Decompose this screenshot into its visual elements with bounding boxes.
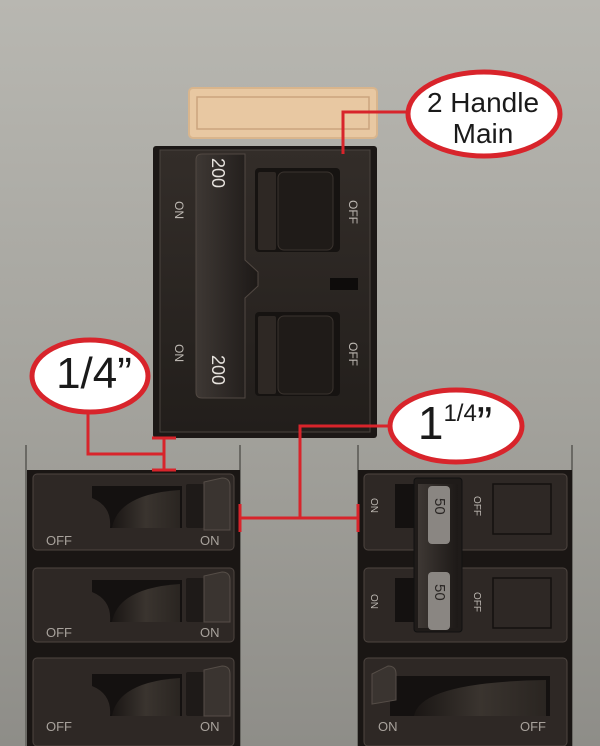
right-tandem-bottom-rating: 50 <box>431 584 448 601</box>
dimension-lines <box>86 110 408 532</box>
left-breaker-2-off-label: OFF <box>46 625 72 640</box>
left-breaker-1-rocker[interactable] <box>186 477 231 531</box>
left-breaker-3-rocker[interactable] <box>186 665 231 717</box>
left-breaker-3-off-label: OFF <box>46 719 72 734</box>
right-tandem-top-rating: 50 <box>431 498 448 515</box>
main-breaker-on-label-top: ON <box>172 201 186 219</box>
right-tandem-on-label-bottom: ON <box>368 594 379 609</box>
right-breaker-stack <box>358 470 572 746</box>
right-tandem-on-label-top: ON <box>368 498 379 513</box>
callout-gap-quote: ” <box>476 397 493 449</box>
main-breaker-switch-slots <box>255 168 358 396</box>
callout-bubble-main <box>405 69 563 159</box>
right-tandem-off-label-bottom: OFF <box>471 592 482 612</box>
left-breaker-1-on-label: ON <box>200 533 220 548</box>
callout-main-line1: 2 Handle <box>426 87 540 118</box>
main-breaker-top-rating: 200 <box>208 158 228 188</box>
main-breaker-on-label-bottom: ON <box>172 344 186 362</box>
left-breaker-2-rocker[interactable] <box>186 571 231 623</box>
left-breaker-stack <box>27 470 240 746</box>
callout-gap-fraction: 1/4 <box>443 400 477 427</box>
callout-gap-text: 11/4” <box>390 398 520 449</box>
right-breaker-3-off-label: OFF <box>520 719 546 734</box>
left-breaker-2-on-label: ON <box>200 625 220 640</box>
right-tandem-breaker-handle[interactable] <box>413 477 463 633</box>
main-breaker <box>153 146 377 438</box>
right-breaker-3-rocker[interactable] <box>371 665 397 705</box>
main-breaker-handle[interactable] <box>195 153 259 399</box>
right-breaker-3 <box>363 657 568 746</box>
main-breaker-off-label-top: OFF <box>346 200 360 224</box>
callout-bubble-quarter <box>29 337 151 415</box>
callout-leader-main <box>341 110 408 154</box>
left-breaker-3 <box>32 657 235 746</box>
left-breaker-1 <box>32 473 235 551</box>
callout-gap-base: 1 <box>417 397 444 449</box>
callout-quarter-text: 1/4” <box>56 349 132 398</box>
callout-main-line2: Main <box>452 117 514 149</box>
callout-leader-gap <box>298 424 406 518</box>
callout-bubble-gap <box>387 387 525 465</box>
left-breaker-3-on-label: ON <box>200 719 220 734</box>
right-tandem-off-label-top: OFF <box>471 496 482 516</box>
right-breaker-3-on-label: ON <box>378 719 398 734</box>
callout-main-text: 2 Handle Main <box>408 87 558 150</box>
main-breaker-bottom-rating: 200 <box>208 355 228 385</box>
callout-leader-quarter <box>86 408 164 456</box>
left-breaker-2 <box>32 567 235 643</box>
main-breaker-off-label-bottom: OFF <box>346 342 360 366</box>
left-breaker-1-off-label: OFF <box>46 533 72 548</box>
